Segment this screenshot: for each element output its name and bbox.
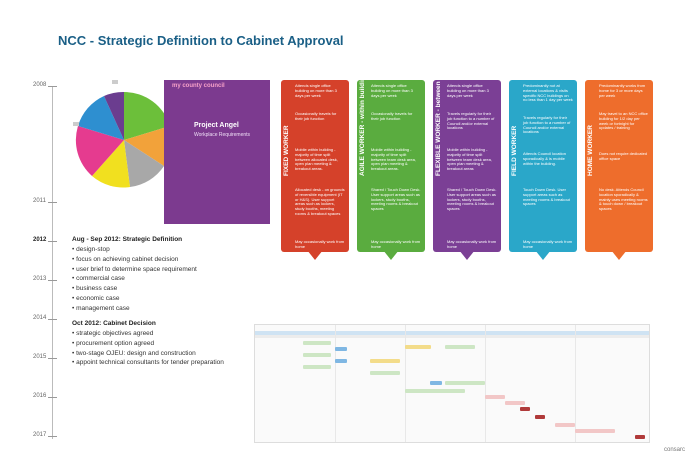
pie-illustration — [73, 80, 172, 202]
card-text: Shared / Touch Down Desk. User support a… — [371, 187, 421, 212]
card-text: Shared / Touch Down Desk. User support a… — [447, 187, 497, 212]
timeline-axis — [52, 86, 53, 439]
year-label: 2016 — [33, 393, 47, 399]
card-text: Predominantly works from home for 3 or m… — [599, 83, 646, 98]
section-item: strategic objectives agreed — [72, 329, 224, 339]
section-item: commercial case — [72, 274, 197, 284]
card-text: Mobile within building - majority of tim… — [371, 147, 416, 172]
card-label: FIXED WORKER — [283, 125, 290, 176]
card-fixed-worker: FIXED WORKER Attends single office build… — [281, 80, 349, 260]
card-text: Predominantly not at external locations … — [523, 83, 573, 103]
card-text: May occasionally work from home — [371, 239, 421, 249]
card-home-worker: HOME WORKER Predominantly works from hom… — [585, 80, 653, 260]
card-text: May occasionally work from home — [295, 239, 345, 249]
card-text: May occasionally work from home — [523, 239, 573, 249]
card-text: Allocated desk - on grounds of reversibl… — [295, 187, 345, 216]
card-text: Travels regularly for their job function… — [523, 115, 571, 135]
card-label: HOME WORKER — [587, 125, 594, 176]
year-tick — [48, 202, 57, 203]
card-text: Does not require dedicated office space — [599, 151, 648, 161]
section-cabinet-decision: Oct 2012: Cabinet Decision strategic obj… — [72, 320, 224, 368]
section-item: economic case — [72, 294, 197, 304]
year-label: 2014 — [33, 315, 47, 321]
card-text: Occasionally travels for their job funct… — [371, 111, 413, 121]
year-tick — [48, 319, 57, 320]
year-tick — [48, 280, 57, 281]
year-tick — [48, 358, 57, 359]
year-label: 2012 — [33, 237, 47, 243]
card-label: FIELD WORKER — [511, 125, 518, 176]
year-tick — [48, 436, 57, 437]
section-heading: Aug - Sep 2012: Strategic Definition — [72, 236, 183, 243]
footer-brand: consarc — [663, 447, 685, 453]
card-text: Mobile within building - majority of tim… — [295, 147, 338, 172]
section-item: procurement option agreed — [72, 339, 224, 349]
card-label: FLEXIBLE WORKER - between buildings — [435, 50, 442, 176]
card-text: Attends single office building on more t… — [295, 83, 337, 98]
section-item: design-stop — [72, 245, 197, 255]
section-item: user brief to determine space requiremen… — [72, 265, 197, 275]
card-text: May travel to an NCC office building for… — [599, 111, 648, 131]
year-tick — [48, 86, 57, 87]
card-agile-worker: AGILE WORKER - within building Attends s… — [357, 73, 425, 260]
card-text: Attends single office building on more t… — [371, 83, 413, 98]
gantt-chart — [254, 324, 650, 443]
card-text: Mobile within building - majority of tim… — [447, 147, 492, 172]
year-label: 2013 — [33, 276, 47, 282]
card-text: No desk. Attends Council location sporad… — [599, 187, 648, 212]
section-item: appoint technical consultants for tender… — [72, 358, 224, 368]
card-label: AGILE WORKER - within building — [359, 73, 366, 176]
card-text: Travels regularly for their job function… — [447, 111, 495, 131]
card-text: Touch Down Desk. User support areas such… — [523, 187, 570, 207]
card-text: Attends single office building on more t… — [447, 83, 489, 98]
report-cover: my county council Project Angel Workplac… — [164, 80, 270, 224]
card-flexible-worker: FLEXIBLE WORKER - between buildings Atte… — [433, 51, 501, 260]
section-item: focus on achieving cabinet decision — [72, 255, 197, 265]
year-label: 2011 — [33, 198, 46, 204]
section-item: management case — [72, 304, 197, 314]
page-title: NCC - Strategic Definition to Cabinet Ap… — [58, 33, 344, 48]
card-text: Occasionally travels for their job funct… — [295, 111, 337, 121]
report-title: Project Angel — [194, 122, 239, 129]
year-label: 2008 — [33, 82, 47, 88]
council-logo: my county council — [172, 83, 225, 89]
year-label: 2017 — [33, 432, 47, 438]
year-tick — [48, 397, 57, 398]
card-field-worker: FIELD WORKER Predominantly not at extern… — [509, 80, 577, 260]
card-text: Attends Council location sporadically & … — [523, 151, 566, 166]
section-item: two-stage OJEU: design and construction — [72, 349, 224, 359]
card-text: May occasionally work from home — [447, 239, 497, 249]
section-strategic-definition: Aug - Sep 2012: Strategic Definition des… — [72, 236, 197, 314]
year-label: 2015 — [33, 354, 47, 360]
section-item: business case — [72, 284, 197, 294]
report-subtitle: Workplace Requirements — [194, 132, 251, 138]
section-heading: Oct 2012: Cabinet Decision — [72, 320, 156, 327]
year-tick — [48, 241, 57, 242]
